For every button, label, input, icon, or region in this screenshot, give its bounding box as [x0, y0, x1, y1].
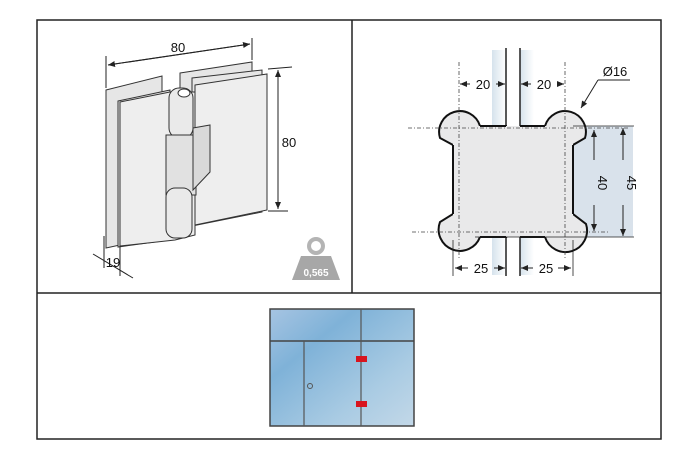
width-dimension: 80 — [105, 38, 253, 88]
diameter-label: Ø16 — [603, 64, 628, 79]
weight-label: 0,565 — [303, 268, 328, 279]
hinge-section-view: 20 20 Ø16 40 45 25 25 — [408, 48, 639, 276]
depth-dimension: 19 — [92, 236, 134, 279]
bottom-offset-dimensions: 25 25 — [452, 240, 574, 276]
offset-bottom-left: 25 — [474, 261, 488, 276]
width-label: 80 — [171, 40, 185, 55]
hinge-marker-top — [356, 356, 367, 362]
offset-bottom-right: 25 — [539, 261, 553, 276]
diameter-callout: Ø16 — [580, 64, 630, 109]
hinge-isometric-view: 80 80 19 0,565 — [92, 38, 340, 280]
height-label: 80 — [282, 135, 296, 150]
door-knob-icon — [307, 383, 313, 389]
outer-height-label: 45 — [624, 176, 639, 190]
offset-top-right: 20 — [537, 77, 551, 92]
depth-label: 19 — [106, 255, 120, 270]
height-dimension: 80 — [267, 66, 296, 212]
inner-height-label: 40 — [595, 176, 610, 190]
drawing-frame — [36, 19, 662, 440]
top-offset-dimensions: 20 20 — [460, 77, 564, 92]
offset-top-left: 20 — [476, 77, 490, 92]
glass-installation-diagram — [269, 308, 415, 427]
weight-icon: 0,565 — [292, 237, 340, 280]
height-dimensions: 40 45 — [591, 128, 639, 236]
hinge-marker-bottom — [356, 401, 367, 407]
